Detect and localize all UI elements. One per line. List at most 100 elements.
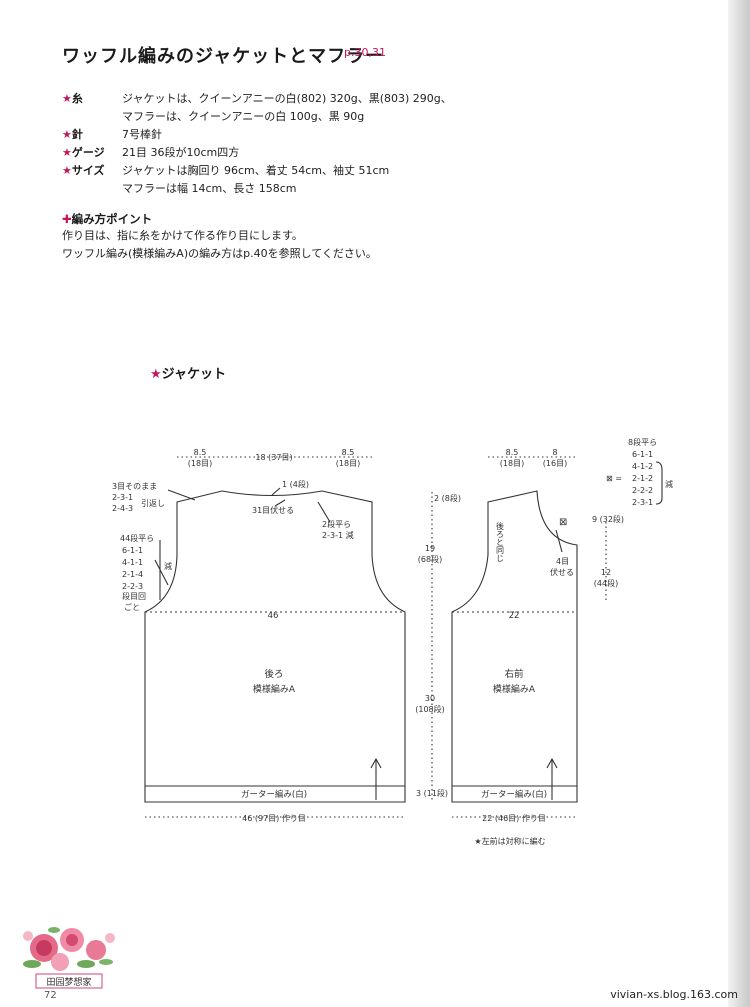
points-line: ワッフル編み(模様編みA)の編み方はp.40を参照してください。 <box>62 247 377 260</box>
back-short-row-label: 引返し <box>141 499 165 508</box>
front-neck-height: (44段) <box>594 578 618 588</box>
height-label: 19 <box>425 544 435 553</box>
front-top-left-stitches: (18目) <box>500 459 524 468</box>
front-neck-bindoff: 4目 <box>556 557 569 566</box>
front-piece-name: 右前 <box>504 668 523 680</box>
page-reference: p.30,31 <box>344 46 386 59</box>
height-label: (108段) <box>415 704 445 714</box>
front-neck-bindoff: 伏せる <box>550 567 574 577</box>
points-body: 作り目は、指に糸をかけて作る作り目にします。 ワッフル編み(模様編みA)の編み方… <box>62 227 377 263</box>
back-top-left-width: 8.5 <box>194 448 207 457</box>
back-garter: ガーター編み(白) <box>241 789 307 800</box>
rose-icon <box>23 927 115 971</box>
page-gutter-shadow <box>728 0 750 1007</box>
arrow-head-icon <box>546 757 558 769</box>
front-neck-decrease-suffix: 減 <box>665 479 673 489</box>
left-front-note: ★左前は対称に編む <box>474 836 545 846</box>
front-neck-height: 12 <box>601 568 611 577</box>
front-width: 22 <box>509 611 520 621</box>
armhole-decrease: 2-2-3 <box>122 582 143 591</box>
armhole-decrease: 44段平ら <box>120 533 154 543</box>
front-neck-decrease: 2-1-2 <box>632 474 653 483</box>
badge-text: 田园梦想家 <box>46 976 91 988</box>
back-top-left-stitches: (18目) <box>188 459 212 468</box>
arrow-head-icon <box>370 757 382 769</box>
spec-value: ジャケットは、クイーンアニーの白(802) 320g、黒(803) 290g、 <box>122 92 452 105</box>
back-shoulder-note: 2-3-1 <box>112 493 133 502</box>
leader-line <box>274 499 286 507</box>
points-line: 作り目は、指に糸をかけて作る作り目にします。 <box>62 229 303 242</box>
armhole-decrease: 6-1-1 <box>122 546 143 555</box>
front-neck-decrease: 6-1-1 <box>632 450 653 459</box>
spec-label: ゲージ <box>71 146 105 159</box>
front-neck-rows: 9 (32段) <box>592 514 624 524</box>
leader-line <box>317 501 331 523</box>
watermark-text: vivian-xs.blog.163.com <box>610 988 738 1001</box>
star-icon: ★ <box>62 128 72 141</box>
front-neck-decrease: 8段平ら <box>628 437 657 447</box>
back-bottom-width: 46 (97目) 作り目 <box>242 813 306 823</box>
back-piece-outline <box>144 490 406 803</box>
armhole-decrease-suffix: 減 <box>164 561 172 571</box>
flower-logo: 田园梦想家 <box>14 910 124 1006</box>
star-icon: ★ <box>62 164 72 177</box>
spec-value: マフラーは、クイーンアニーの白 100g、黒 90g <box>122 110 365 123</box>
back-shoulder-note: 2-4-3 <box>112 504 133 513</box>
front-neck-decrease: 2-2-2 <box>632 486 653 495</box>
armhole-decrease: 4-1-1 <box>122 558 143 567</box>
front-piece-outline <box>451 490 578 803</box>
armhole-decrease: 段目回 <box>122 591 146 601</box>
leader-line <box>555 529 563 553</box>
star-icon: ★ <box>62 146 72 159</box>
back-neck-bindoff: 31目伏せる <box>252 505 294 515</box>
spec-value: 21目 36段が10cm四方 <box>122 146 240 159</box>
page-title: ワッフル編みのジャケットとマフラー <box>62 46 385 67</box>
spec-row-size: ★サイズ ジャケットは胸回り 96cm、着丈 54cm、袖丈 51cm マフラー… <box>62 162 452 198</box>
star-icon: ★ <box>62 92 72 105</box>
front-neck-decrease: 4-1-2 <box>632 462 653 471</box>
badge-frame <box>35 973 103 989</box>
front-top-right-width: 8 <box>552 448 557 457</box>
back-neck-decrease: 2段平ら <box>322 519 351 529</box>
neck-mark-icon: ⊠ <box>559 517 567 528</box>
section-heading: ★ジャケット <box>150 367 227 382</box>
front-pattern: 模様編みA <box>493 683 536 695</box>
back-neck-depth: 1 (4段) <box>282 479 309 489</box>
spec-value: マフラーは幅 14cm、長さ 158cm <box>122 182 297 195</box>
front-garter: ガーター編み(白) <box>481 789 547 800</box>
spec-value: 7号棒針 <box>122 128 162 141</box>
spec-label: サイズ <box>71 164 105 177</box>
front-neck-decrease: 2-3-1 <box>632 498 653 507</box>
plus-icon: ✚ <box>62 212 72 226</box>
materials-spec: ★糸 ジャケットは、クイーンアニーの白(802) 320g、黒(803) 290… <box>62 90 452 198</box>
height-label: 30 <box>425 694 435 703</box>
height-label: (68段) <box>418 554 442 564</box>
leader-line <box>167 489 196 501</box>
spec-label: 糸 <box>71 92 83 105</box>
spec-value: ジャケットは胸回り 96cm、着丈 54cm、袖丈 51cm <box>122 164 390 177</box>
spec-row-gauge: ★ゲージ 21目 36段が10cm四方 <box>62 144 452 162</box>
back-piece-name: 後ろ <box>264 668 283 680</box>
front-bottom-width: 22 (46目) 作り目 <box>482 813 546 823</box>
front-top-left-width: 8.5 <box>506 448 519 457</box>
points-heading: ✚編み方ポイント <box>62 212 153 226</box>
front-neck-decrease-prefix: ⊠ = <box>606 474 622 483</box>
star-icon: ★ <box>150 367 162 382</box>
spec-row-yarn: ★糸 ジャケットは、クイーンアニーの白(802) 320g、黒(803) 290… <box>62 90 452 126</box>
armhole-decrease-suffix: ごと <box>124 602 140 612</box>
back-width: 46 <box>268 611 279 621</box>
armhole-decrease: 2-1-4 <box>122 570 143 579</box>
height-label: 3 (11段) <box>416 788 448 798</box>
spec-row-needle: ★針 7号棒針 <box>62 126 452 144</box>
back-top-center-width: 18 (37目) <box>255 453 292 462</box>
leader-line <box>154 559 169 586</box>
front-top-right-stitches: (16目) <box>543 459 567 468</box>
back-neck-decrease: 2-3-1 減 <box>322 530 354 540</box>
spec-label: 針 <box>71 128 83 141</box>
front-same-as-back: 後ろと同じ <box>496 521 505 562</box>
back-top-right-stitches: (18目) <box>336 459 360 468</box>
back-pattern: 模様編みA <box>253 683 296 695</box>
back-top-right-width: 8.5 <box>342 448 355 457</box>
back-shoulder-note: 3目そのまま <box>112 482 157 491</box>
